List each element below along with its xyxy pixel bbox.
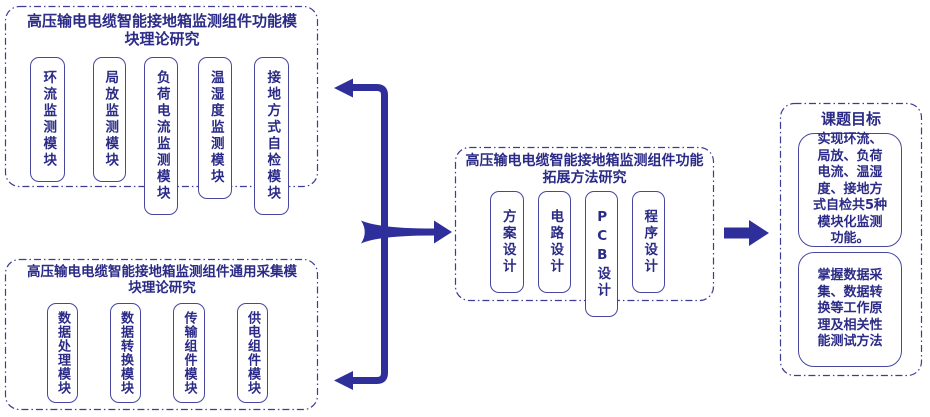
- goal-item-monitoring-functions: 实现环流、局放、负荷电流、温湿度、接地方式自检共5种模块化监测功能。: [798, 132, 902, 247]
- acquisition-modules-group: 高压输电电缆智能接地箱监测组件通用采集模 块理论研究 数据处理模块 数据转换模块…: [6, 259, 318, 409]
- title-line: 课题目标: [820, 110, 881, 128]
- module-transmission-component: 传输组件模块: [173, 303, 205, 403]
- block-arrow-right-icon: [724, 220, 769, 246]
- module-loop-current-monitoring: 环流监测模块: [30, 57, 65, 182]
- module-pcb-design: PCB设计: [585, 191, 618, 317]
- module-load-current-monitoring: 负荷电流监测模块: [144, 57, 178, 215]
- project-goal-group: 课题目标 实现环流、局放、负荷电流、温湿度、接地方式自检共5种模块化监测功能。 …: [780, 103, 922, 376]
- brace-arrow-head-top-left-icon: [334, 78, 353, 98]
- title-line: 块理论研究: [124, 30, 200, 49]
- module-circuit-design: 电路设计: [538, 191, 571, 293]
- goal-item-principles-and-test-methods: 掌握数据采集、数据转换等工作原理及相关性能测试方法: [798, 252, 902, 367]
- brace-arrow-head-bottom-left-icon: [334, 371, 353, 390]
- expansion-methods-group: 高压输电电缆智能接地箱监测组件功能 拓展方法研究 方案设计 电路设计 PCB设计…: [455, 147, 714, 317]
- module-grounding-mode-self-check: 接地方式自检模块: [254, 57, 289, 215]
- module-power-supply-component: 供电组件模块: [237, 303, 268, 403]
- module-data-processing: 数据处理模块: [47, 303, 78, 403]
- module-program-design: 程序设计: [632, 191, 665, 293]
- module-scheme-design: 方案设计: [490, 191, 524, 293]
- goal-group-title: 课题目标: [780, 110, 922, 128]
- acquisition-group-border: [4, 258, 319, 411]
- expansion-group-title: 高压输电电缆智能接地箱监测组件功能 拓展方法研究: [455, 153, 714, 187]
- goal-group-border: [779, 102, 923, 377]
- module-temperature-humidity-monitoring: 温湿度监测模块: [198, 57, 232, 199]
- functional-group-border: [4, 5, 319, 188]
- title-line: 高压输电电缆智能接地箱监测组件功能模: [26, 12, 297, 30]
- title-line: 块理论研究: [128, 280, 196, 297]
- module-partial-discharge-monitoring: 局放监测模块: [93, 57, 126, 182]
- expansion-group-border: [454, 146, 715, 302]
- title-line: 拓展方法研究: [542, 170, 627, 187]
- title-line: 高压输电电缆智能接地箱监测组件通用采集模: [27, 264, 297, 280]
- functional-modules-group: 高压输电电缆智能接地箱监测组件功能模 块理论研究 环流监测模块 局放监测模块 负…: [6, 6, 318, 215]
- title-line: 高压输电电缆智能接地箱监测组件功能: [465, 153, 704, 169]
- functional-group-title: 高压输电电缆智能接地箱监测组件功能模 块理论研究: [6, 12, 318, 49]
- acquisition-group-title: 高压输电电缆智能接地箱监测组件通用采集模 块理论研究: [6, 264, 318, 297]
- brace-arrow-head-right-icon: [361, 220, 452, 244]
- module-data-conversion: 数据转换模块: [110, 303, 141, 403]
